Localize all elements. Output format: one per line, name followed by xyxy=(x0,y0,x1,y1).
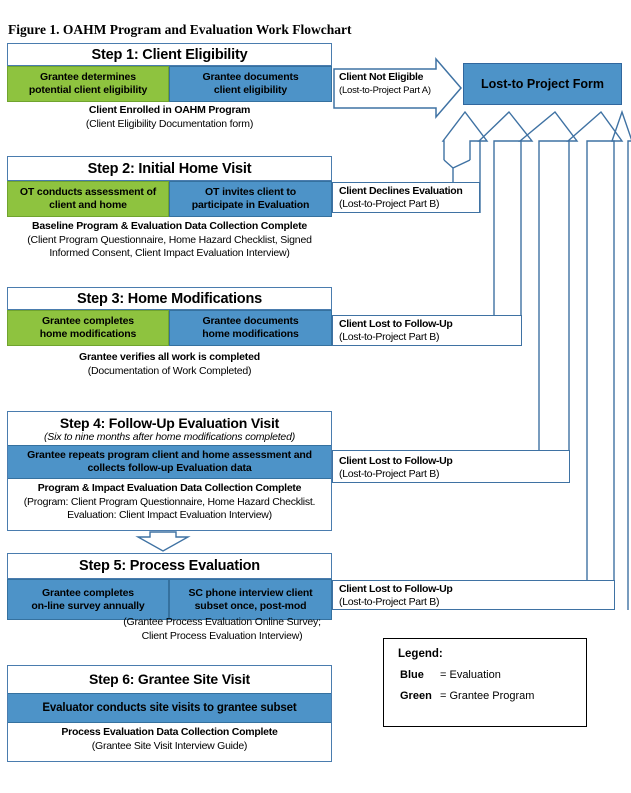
step6-header: Step 6: Grantee Site Visit xyxy=(88,671,251,687)
step5-grantee-cell: Grantee completes on-line survey annuall… xyxy=(7,579,169,620)
step2-side-label-sub: (Lost-to-Project Part B) xyxy=(339,198,440,210)
step4-caption-title: Program & Impact Evaluation Data Collect… xyxy=(37,482,302,494)
step4-subtitle: (Six to nine months after home modificat… xyxy=(43,431,296,443)
step6-caption-sub: (Grantee Site Visit Interview Guide) xyxy=(91,739,248,752)
step3-evaluation-cell: Grantee documents home modifications xyxy=(169,310,332,346)
step5-side-label-sub: (Lost-to-Project Part B) xyxy=(339,596,440,608)
step1-side-label-title: Client Not Eligible xyxy=(339,71,424,83)
step2-caption: Baseline Program & Evaluation Data Colle… xyxy=(7,220,332,261)
lost-arrow-far-right xyxy=(611,109,631,610)
step2-header: Step 2: Initial Home Visit xyxy=(7,156,332,181)
step3-grantee-cell: Grantee completes home modifications xyxy=(7,310,169,346)
step6-box: Step 6: Grantee Site Visit Evaluator con… xyxy=(7,665,332,762)
step1-caption: Client Enrolled in OAHM Program (Client … xyxy=(7,104,332,131)
lost-arrow-step4 xyxy=(518,110,579,450)
step1-caption-title: Client Enrolled in OAHM Program xyxy=(88,104,251,116)
step3-caption-sub: (Documentation of Work Completed) xyxy=(87,364,252,377)
step3-caption-title: Grantee verifies all work is completed xyxy=(79,351,260,363)
step2-evaluation-cell: OT invites client to participate in Eval… xyxy=(169,181,332,217)
step4-evaluation-cell: Grantee repeats program client and home … xyxy=(8,445,331,479)
lost-arrow-step2-connector xyxy=(443,159,471,182)
step5-caption-sub: (Grantee Process Evaluation Online Surve… xyxy=(123,616,321,642)
step2-side-label: Client Declines Evaluation (Lost-to-Proj… xyxy=(332,182,480,213)
step2-caption-sub: (Client Program Questionnaire, Home Haza… xyxy=(27,233,312,260)
legend-def-blue: = Evaluation xyxy=(440,669,501,681)
step3-side-label: Client Lost to Follow-Up (Lost-to-Projec… xyxy=(332,315,522,346)
step4-side-label-title: Client Lost to Follow-Up xyxy=(339,455,453,467)
step1-evaluation-cell: Grantee documents client eligibility xyxy=(169,66,332,102)
step3-caption: Grantee verifies all work is completed (… xyxy=(7,351,332,378)
step1-caption-sub: (Client Eligibility Documentation form) xyxy=(85,117,254,130)
step6-caption-title: Process Evaluation Data Collection Compl… xyxy=(61,726,278,738)
step4-caption-sub: (Program: Client Program Questionnaire, … xyxy=(23,495,316,522)
step2-side-label-title: Client Declines Evaluation xyxy=(339,185,463,197)
legend-def-green: = Grantee Program xyxy=(440,690,535,702)
step3-header: Step 3: Home Modifications xyxy=(7,287,332,310)
step4-side-label-sub: (Lost-to-Project Part B) xyxy=(339,468,440,480)
legend-term-green: Green xyxy=(400,690,432,702)
step6-caption: Process Evaluation Data Collection Compl… xyxy=(8,723,331,753)
figure-title: Figure 1. OAHM Program and Evaluation Wo… xyxy=(8,22,352,37)
step5-caption: (Grantee Process Evaluation Online Surve… xyxy=(7,616,437,643)
client-not-eligible-arrow xyxy=(333,56,462,120)
step4-header: Step 4: Follow-Up Evaluation Visit xyxy=(59,415,280,431)
step3-side-label-sub: (Lost-to-Project Part B) xyxy=(339,331,440,343)
step2-caption-title: Baseline Program & Evaluation Data Colle… xyxy=(31,220,308,232)
step1-header: Step 1: Client Eligibility xyxy=(7,43,332,66)
lost-arrow-step2 xyxy=(441,110,489,160)
legend-entry-green: Green = Grantee Program xyxy=(400,690,586,702)
step1-grantee-cell: Grantee determines potential client elig… xyxy=(7,66,169,102)
step2-grantee-cell: OT conducts assessment of client and hom… xyxy=(7,181,169,217)
legend-entry-blue: Blue = Evaluation xyxy=(400,669,586,681)
legend-heading: Legend: xyxy=(398,648,443,660)
step5-header: Step 5: Process Evaluation xyxy=(7,553,332,579)
step1-side-label-sub: (Lost-to-Project Part A) xyxy=(339,85,431,96)
step1-side-label: Client Not Eligible (Lost-to-Project Par… xyxy=(339,71,451,97)
step6-evaluator-cell: Evaluator conducts site visits to grante… xyxy=(8,693,331,723)
lost-arrow-step5 xyxy=(566,110,624,580)
lost-arrow-step3 xyxy=(477,110,534,315)
legend-term-blue: Blue xyxy=(400,669,424,681)
step5-side-label-title: Client Lost to Follow-Up xyxy=(339,583,453,595)
legend-box: Legend: Blue = Evaluation Green = Grantee … xyxy=(383,638,587,727)
step5-side-label: Client Lost to Follow-Up (Lost-to-Projec… xyxy=(332,580,615,610)
lost-to-project-form-box: Lost-to Project Form xyxy=(463,63,622,105)
step3-side-label-title: Client Lost to Follow-Up xyxy=(339,318,453,330)
next-step-down-arrow xyxy=(135,531,191,552)
step5-sc-cell: SC phone interview client subset once, p… xyxy=(169,579,332,620)
step4-caption: Program & Impact Evaluation Data Collect… xyxy=(8,479,331,523)
step4-side-label: Client Lost to Follow-Up (Lost-to-Projec… xyxy=(332,450,570,483)
step4-box: Step 4: Follow-Up Evaluation Visit (Six … xyxy=(7,411,332,531)
